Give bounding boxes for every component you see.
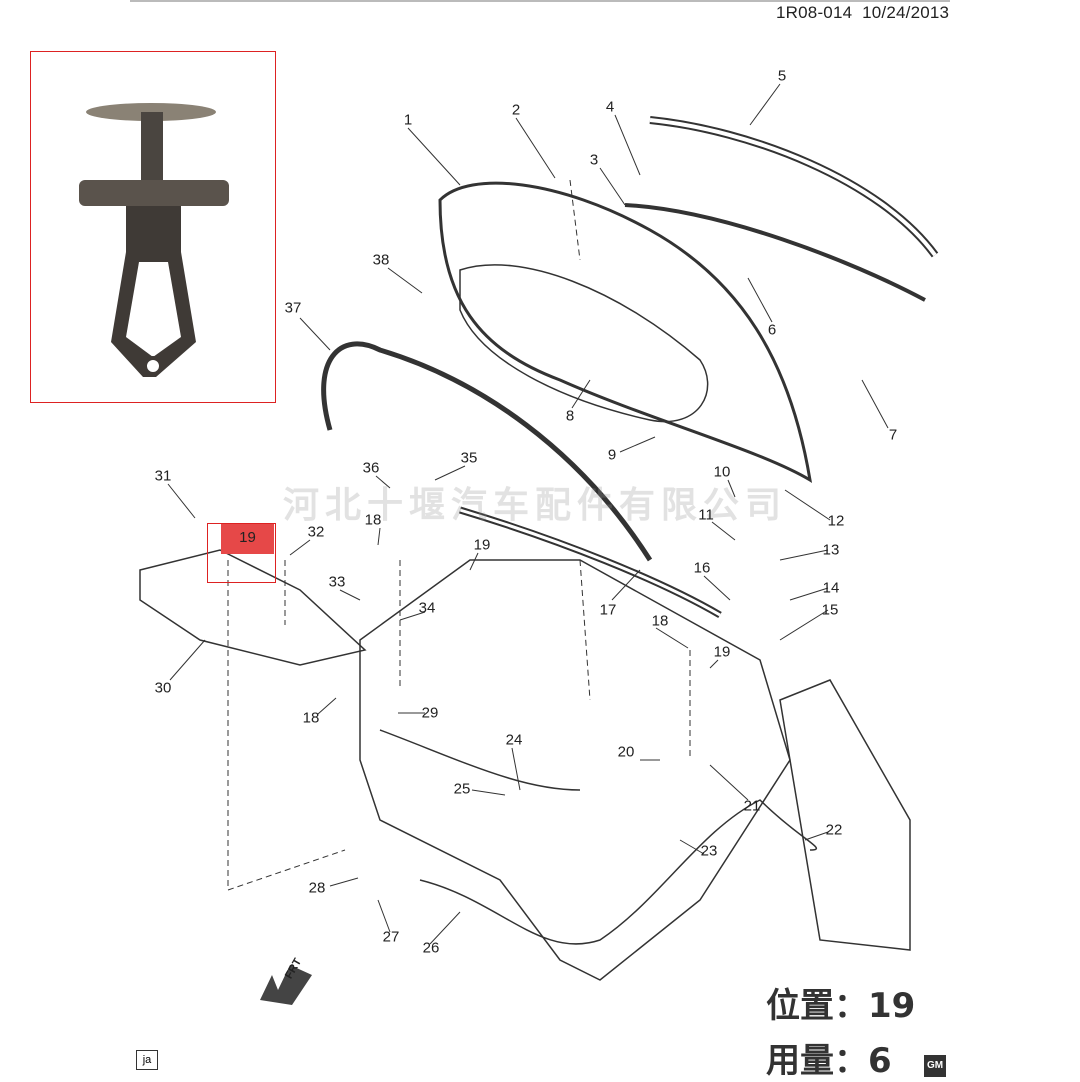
- callout-20: 20: [617, 743, 635, 761]
- position-value: 19: [868, 986, 916, 1026]
- weatherstrip-37: [321, 341, 653, 562]
- callout-22: 22: [825, 821, 843, 839]
- highlight-label-19: 19: [221, 524, 274, 554]
- diagram-header: 1R08-014 10/24/2013: [776, 3, 949, 23]
- highlight-box-item-19: [207, 523, 276, 583]
- hood-panel: [438, 181, 813, 483]
- molding-5-inner: [649, 118, 937, 257]
- leader-lines: [167, 83, 889, 945]
- callout-15: 15: [821, 601, 839, 619]
- fender: [779, 679, 911, 951]
- molding-5: [649, 116, 939, 258]
- frt-arrow-icon: [260, 965, 312, 1005]
- callout-11: 11: [698, 506, 714, 524]
- callout-29: 29: [421, 704, 439, 722]
- callout-37: 37: [284, 299, 302, 317]
- deflector-30: [139, 549, 367, 666]
- gm-logo: GM: [924, 1055, 946, 1077]
- callout-13: 13: [822, 541, 840, 559]
- callout-26: 26: [422, 939, 440, 957]
- callout-12: 12: [827, 512, 845, 530]
- callout-23: 23: [700, 842, 718, 860]
- callout-5: 5: [777, 67, 787, 85]
- callout-17: 17: [599, 601, 617, 619]
- callout-14: 14: [822, 579, 840, 597]
- callout-2: 2: [511, 101, 521, 119]
- callout-4: 4: [605, 98, 615, 116]
- callout-8: 8: [565, 407, 575, 425]
- position-info: 位置：19: [766, 978, 915, 1027]
- callout-1: 1: [403, 111, 413, 129]
- callout-34: 34: [418, 599, 436, 617]
- quantity-label: 用量：: [766, 1041, 868, 1081]
- seal-3: [624, 203, 926, 302]
- front-end-structure: [359, 559, 791, 981]
- callout-16: 16: [693, 559, 711, 577]
- callout-38: 38: [372, 251, 390, 269]
- watermark: 河北十堰汽车配件有限公司: [283, 484, 788, 525]
- hood-insulator: [459, 264, 709, 423]
- diagram-id: 1R08-014: [776, 3, 853, 22]
- callout-32: 32: [307, 523, 325, 541]
- callout-10: 10: [713, 463, 731, 481]
- callout-35: 35: [460, 449, 478, 467]
- callout-7: 7: [888, 426, 898, 444]
- quantity-info: 用量：6: [766, 1033, 892, 1082]
- callout-36: 36: [362, 459, 380, 477]
- callout-27: 27: [382, 928, 400, 946]
- callout-9: 9: [607, 446, 617, 464]
- diagram-date: 10/24/2013: [862, 3, 950, 22]
- dashed-reference-lines: [227, 179, 691, 891]
- callout-19: 19: [713, 643, 731, 661]
- callout-18: 18: [302, 709, 320, 727]
- quantity-value: 6: [868, 1041, 892, 1081]
- seal-17-inner: [459, 508, 721, 617]
- callout-25: 25: [453, 780, 471, 798]
- callout-24: 24: [505, 731, 523, 749]
- position-label: 位置：: [766, 986, 868, 1026]
- ja-badge: ja: [136, 1050, 158, 1070]
- callout-31: 31: [154, 467, 172, 485]
- callout-28: 28: [308, 879, 326, 897]
- push-clip-image: [79, 103, 229, 377]
- callout-18: 18: [364, 511, 382, 529]
- release-cable: [379, 729, 817, 945]
- callout-21: 21: [743, 797, 761, 815]
- callout-33: 33: [328, 573, 346, 591]
- callout-3: 3: [589, 151, 599, 169]
- callout-18: 18: [651, 612, 669, 630]
- callout-19: 19: [473, 536, 491, 554]
- part-photo-clip: [30, 51, 276, 403]
- callout-30: 30: [154, 679, 172, 697]
- top-rule: [130, 0, 950, 2]
- callout-6: 6: [767, 321, 777, 339]
